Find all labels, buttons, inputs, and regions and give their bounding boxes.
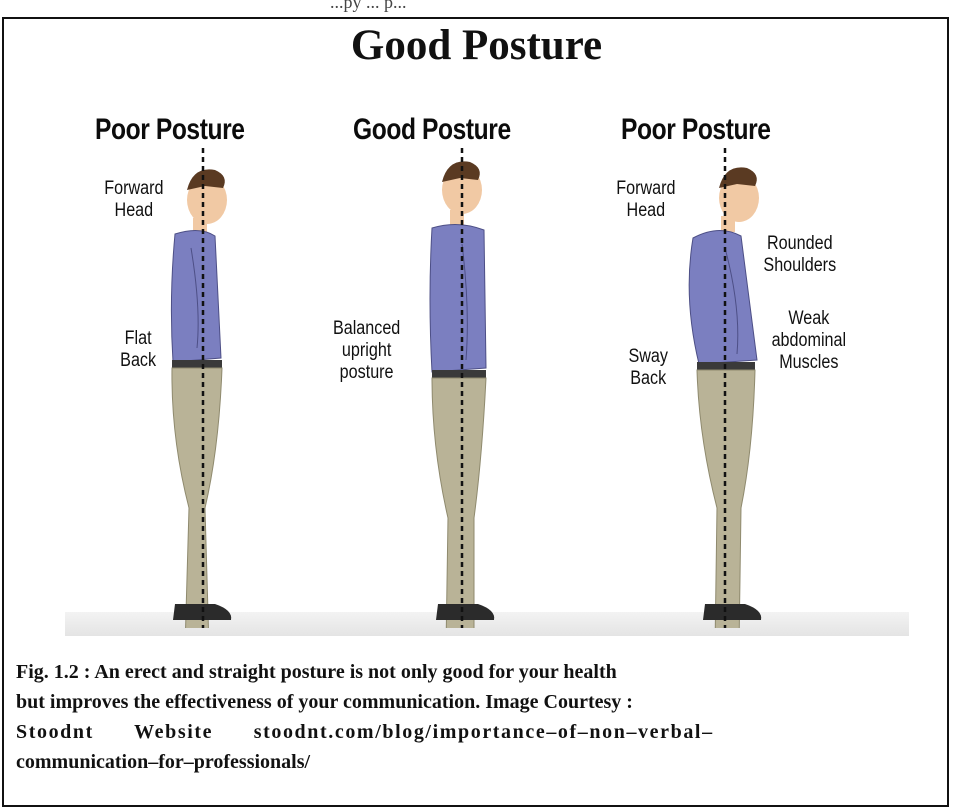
caption-line-2: but improves the effectiveness of your c… — [16, 687, 946, 717]
top-text-fragment: ...py ... p... — [330, 0, 407, 13]
figure-poor-posture-sway-back — [675, 148, 785, 628]
column-title-1: Poor Posture — [95, 113, 245, 147]
column-title-3: Poor Posture — [621, 113, 771, 147]
figure-good-posture — [410, 148, 520, 628]
page-heading: Good Posture — [0, 21, 953, 70]
caption-line-3: Stoodnt Website stoodnt.com/blog/importa… — [16, 717, 946, 747]
caption-line-4: communication–for–professionals/ — [16, 747, 946, 777]
posture-illustration: Poor Posture Good Posture Poor Posture F… — [65, 88, 909, 636]
label-sway-back: Sway Back — [628, 346, 667, 390]
caption-line-1: Fig. 1.2 : An erect and straight posture… — [16, 657, 946, 687]
label-balanced-upright-posture: Balanced upright posture — [333, 318, 400, 384]
figure-caption: Fig. 1.2 : An erect and straight posture… — [16, 657, 946, 777]
label-forward-head-3: Forward Head — [616, 178, 675, 222]
column-title-2: Good Posture — [353, 113, 511, 147]
figure-poor-posture-flat-back — [145, 148, 255, 628]
